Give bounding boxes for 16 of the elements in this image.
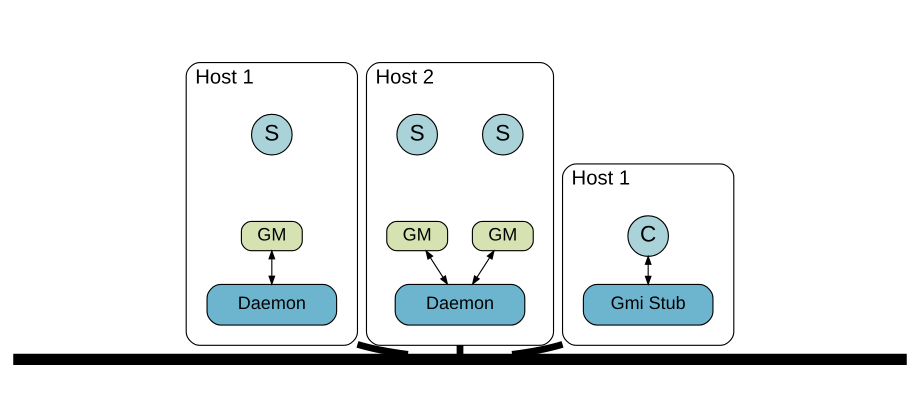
node-circle: S — [481, 114, 524, 156]
arrow — [424, 250, 448, 286]
node-circle: S — [250, 114, 292, 156]
node-box: Daemon — [206, 284, 337, 326]
arrow — [268, 249, 275, 286]
node-box: GM — [386, 220, 448, 252]
node-box: Daemon — [394, 284, 525, 326]
arrow — [471, 250, 494, 286]
arrow — [644, 254, 652, 286]
node-circle: S — [396, 114, 438, 156]
node-circle: C — [626, 215, 669, 257]
node-box: Gmi Stub — [582, 284, 714, 326]
node-bar — [12, 354, 906, 366]
node-box: GM — [240, 220, 302, 252]
connector — [456, 345, 463, 354]
node-box: GM — [471, 220, 534, 252]
